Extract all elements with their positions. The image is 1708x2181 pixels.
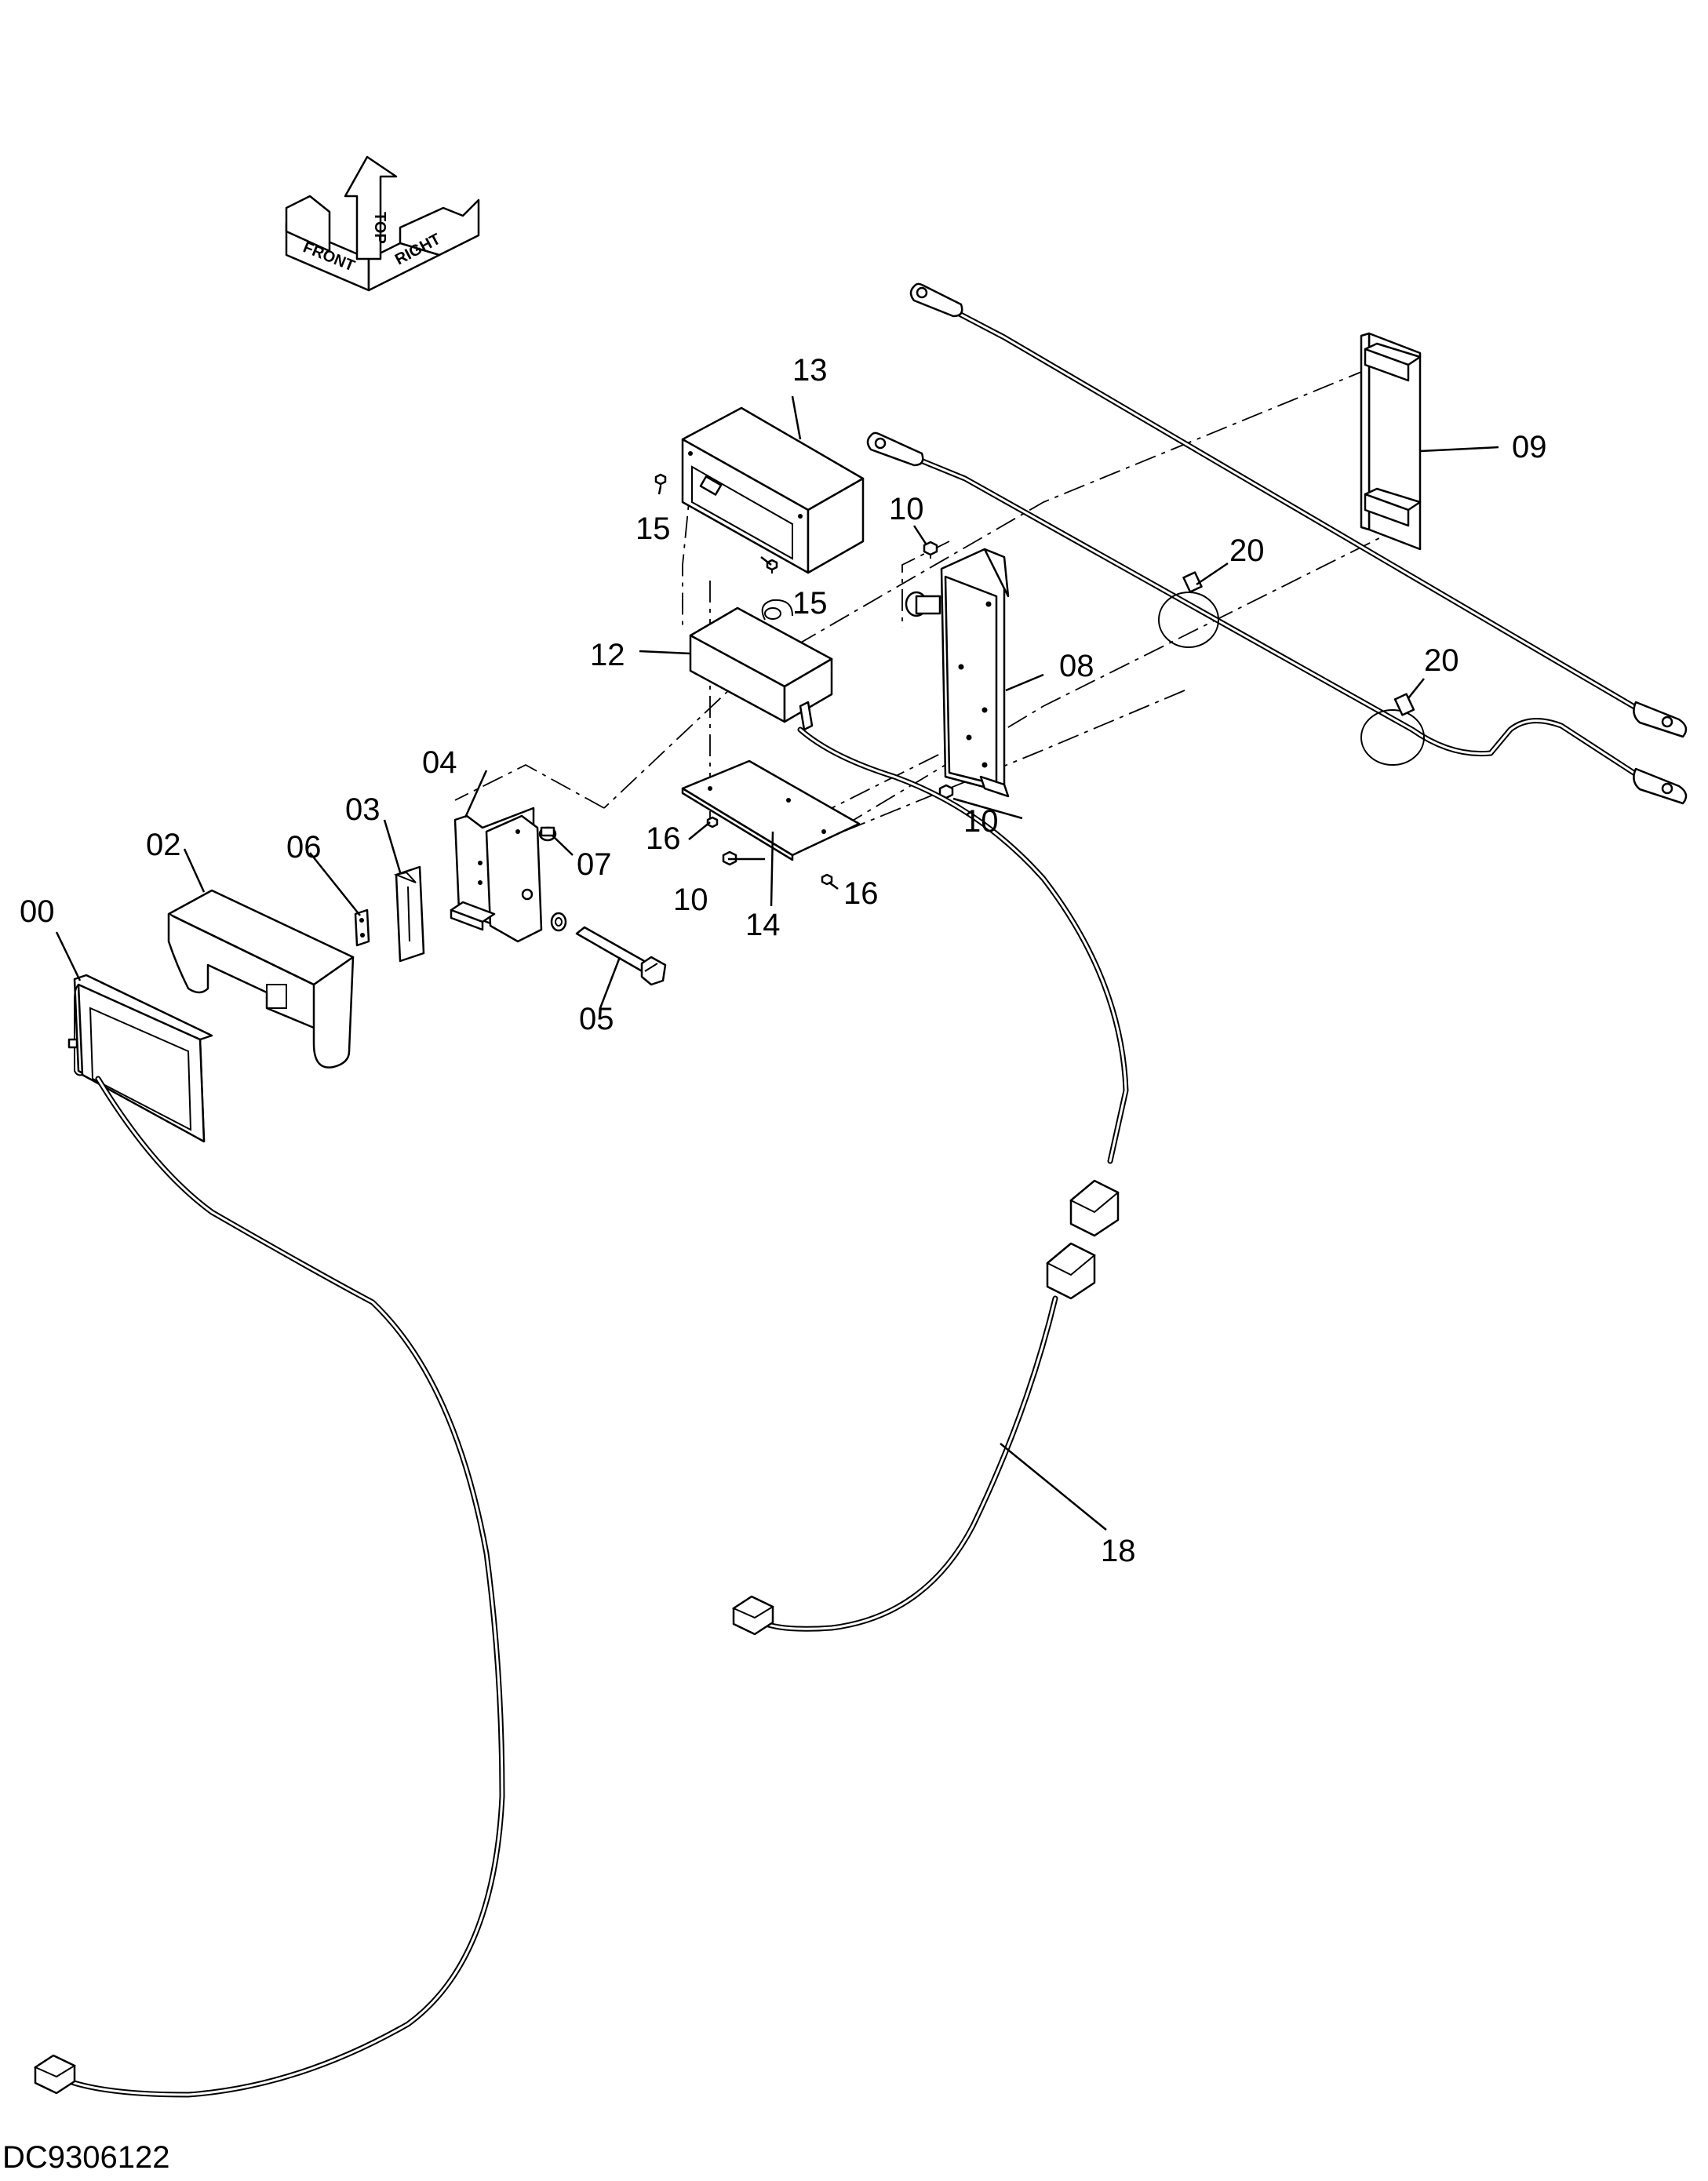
leader-lines [55, 395, 1499, 1531]
part-06-spacer [354, 908, 370, 947]
callout-05: 05 [579, 1002, 614, 1036]
part-14-base-plate [681, 759, 861, 861]
callout-20-b: 20 [1424, 643, 1459, 678]
callout-04: 04 [422, 745, 457, 780]
callout-labels: 13 15 15 10 09 20 20 12 08 10 16 10 14 1… [20, 353, 1547, 1568]
part-15-screw-a [654, 473, 667, 488]
part-07-knob [538, 826, 557, 842]
part-00-monitor-cable [33, 1076, 505, 2098]
callout-15-a: 15 [635, 512, 671, 546]
part-20-cable-tie-lower [1360, 693, 1425, 766]
part-02-sun-hood [167, 889, 355, 1069]
callout-07: 07 [577, 847, 612, 882]
part-18-wire-harness [731, 726, 1129, 1636]
battery-cable-upper [909, 282, 1688, 738]
callout-06: 06 [286, 830, 322, 865]
part-washer [550, 912, 567, 932]
part-12-control-unit [689, 599, 833, 731]
drawing-number: DC9306122 [2, 2140, 170, 2175]
callout-02: 02 [146, 828, 181, 862]
callout-09: 09 [1512, 430, 1547, 464]
callout-18: 18 [1101, 1534, 1136, 1568]
part-05-bolt [575, 926, 667, 986]
callout-08: 08 [1059, 649, 1094, 683]
callout-00: 00 [20, 894, 55, 929]
orientation-indicator: FRONT TOP RIGHT [285, 155, 480, 292]
callout-16-b: 16 [843, 876, 879, 911]
part-20-cable-tie-upper [1158, 571, 1219, 648]
callout-13: 13 [792, 353, 828, 388]
part-09-mounting-plate [1360, 332, 1422, 551]
callout-20-a: 20 [1229, 533, 1265, 568]
part-08-vertical-bracket [905, 548, 1010, 798]
part-16-screw-b [821, 873, 833, 886]
part-03-plate [393, 865, 425, 963]
callout-10-b: 10 [963, 804, 999, 839]
part-10-bolt-a [923, 541, 938, 559]
part-00-monitor [67, 974, 213, 1143]
callout-10-c: 10 [673, 883, 708, 917]
callout-14: 14 [745, 908, 781, 942]
callout-16-a: 16 [646, 821, 681, 856]
callout-10-a: 10 [889, 492, 924, 526]
part-04-monitor-bracket [450, 806, 543, 943]
callout-12: 12 [590, 638, 625, 672]
callout-15-b: 15 [792, 586, 828, 621]
top-label: TOP [371, 212, 388, 244]
part-13-cover-box [681, 406, 865, 574]
callout-03: 03 [345, 792, 381, 827]
